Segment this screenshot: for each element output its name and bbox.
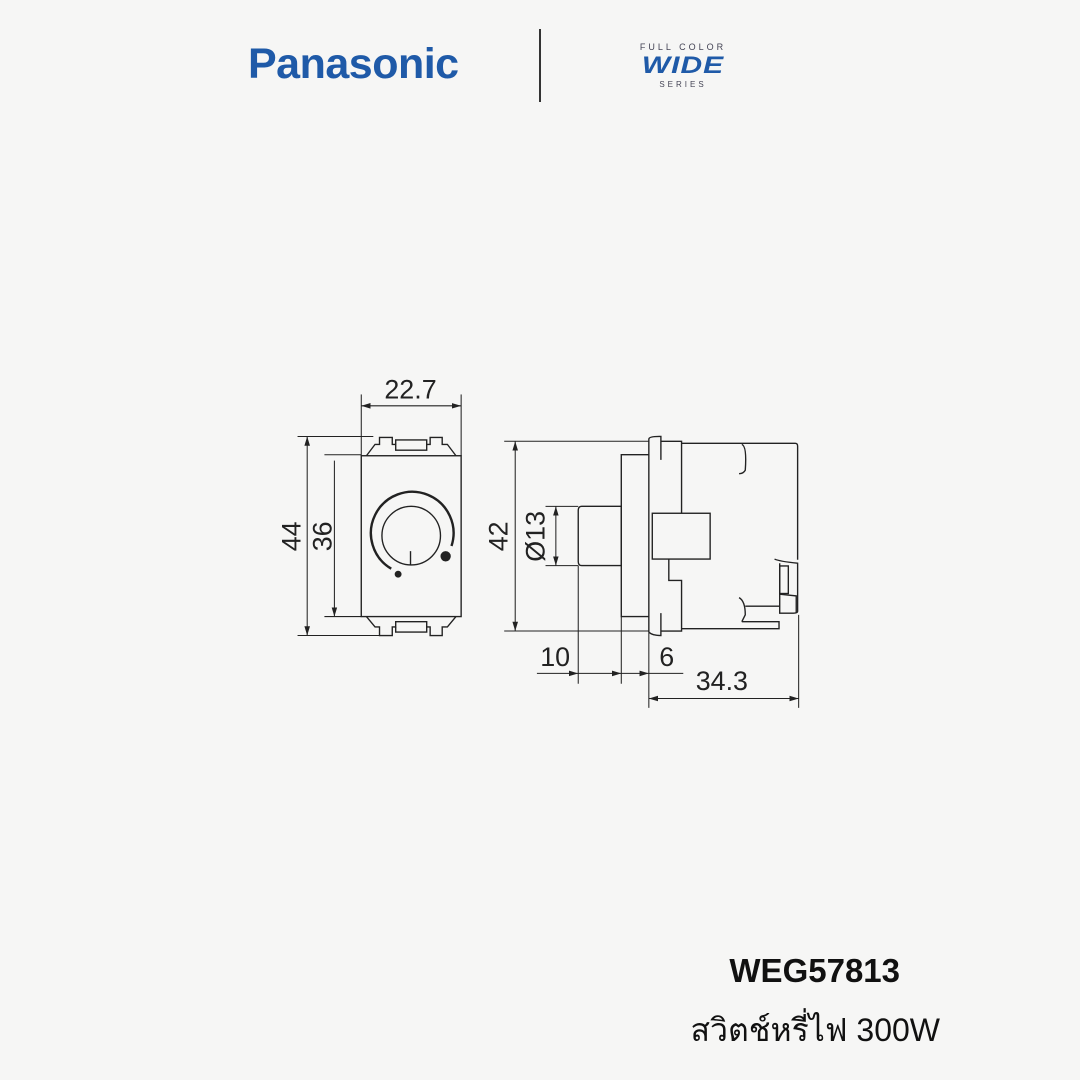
side-view [577, 435, 799, 637]
series-top-text: FULL COLOR [639, 42, 727, 52]
dim-front-height-outer: 44 [276, 521, 306, 551]
dim-side-height: 42 [484, 521, 514, 551]
dim-knob-depth: 10 [540, 642, 570, 672]
model-number: WEG57813 [729, 952, 900, 989]
dim-front-width: 22.7 [384, 375, 436, 405]
product-description: สวิตช์หรี่ไฟ 300W [690, 1012, 940, 1048]
front-dimensions [297, 394, 462, 637]
front-view [360, 436, 462, 637]
series-main-text: WIDE [641, 52, 725, 79]
dim-plate-depth: 6 [659, 642, 674, 672]
dim-body-depth: 34.3 [696, 666, 748, 696]
panasonic-logo: Panasonic [248, 40, 459, 88]
side-dimensions [504, 440, 800, 708]
wide-series-logo: FULL COLOR WIDE SERIES [598, 42, 768, 89]
dim-knob-diameter: Ø13 [520, 511, 550, 562]
knob-cylinder [577, 505, 622, 567]
dim-front-height-inner: 36 [307, 521, 337, 551]
logo-divider [539, 29, 541, 102]
series-bottom-text: SERIES [659, 80, 707, 89]
